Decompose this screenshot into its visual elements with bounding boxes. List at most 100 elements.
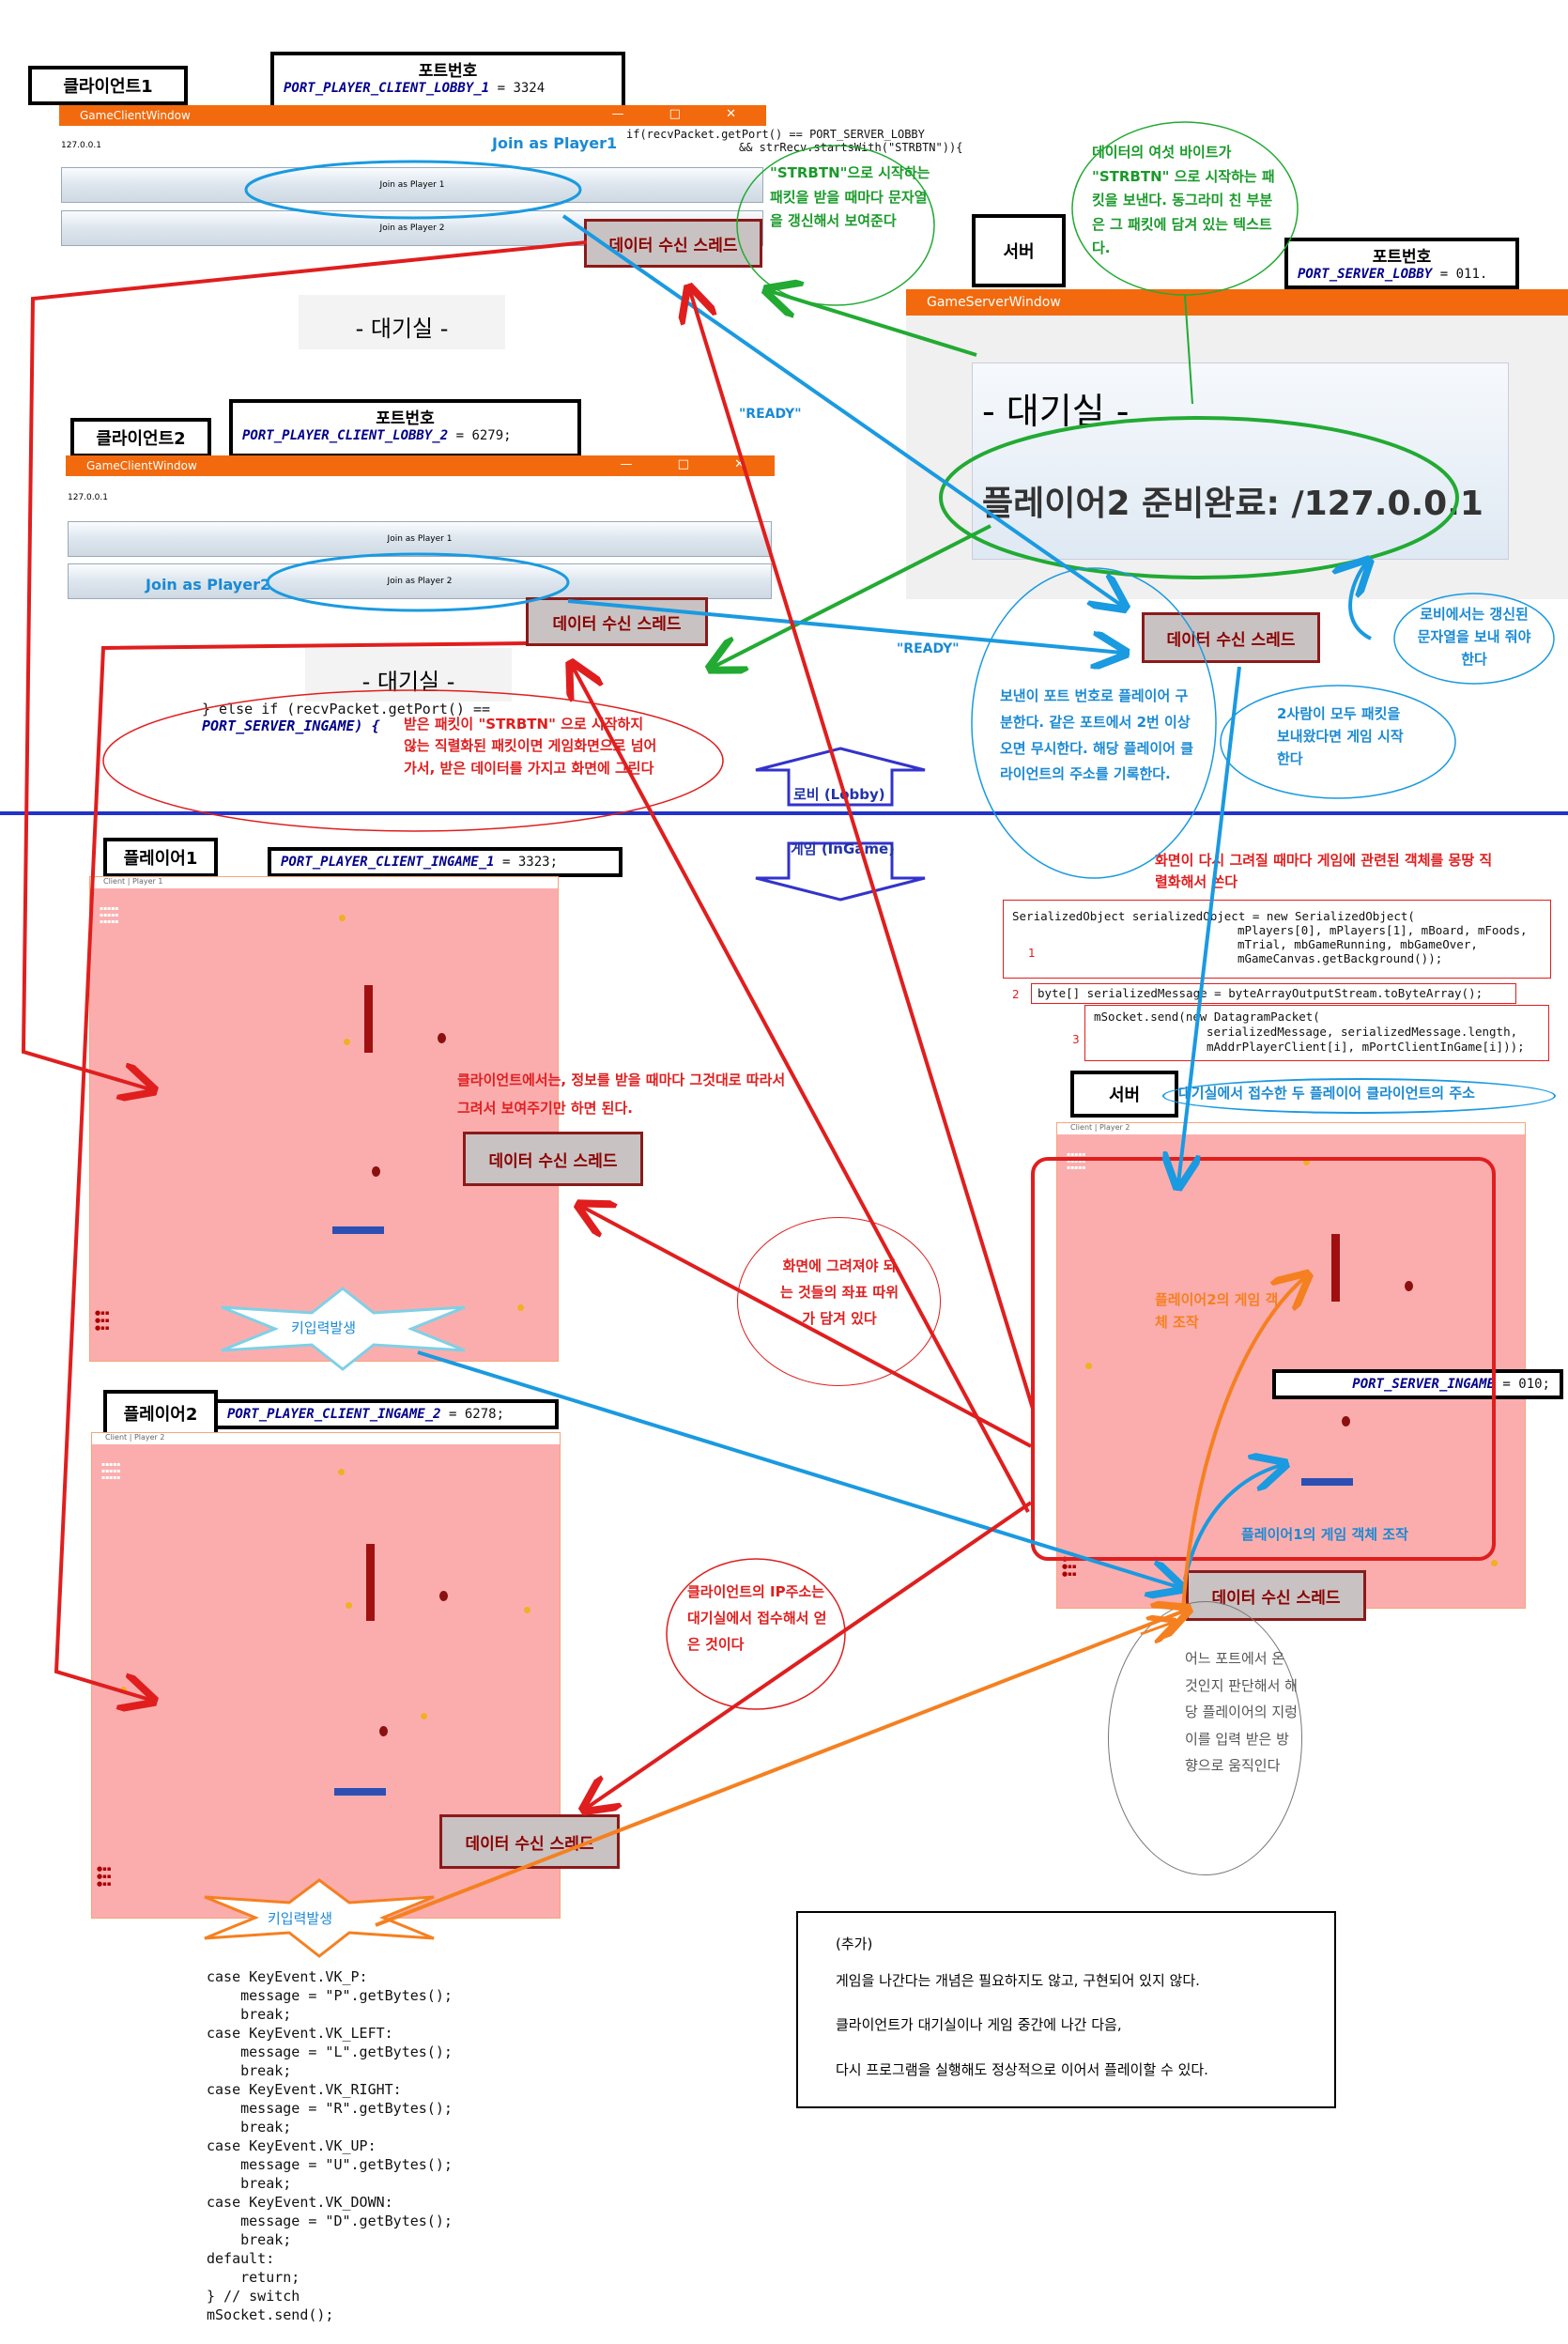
port-client-lobby-1: 포트번호 PORT_PLAYER_CLIENT_LOBBY_1 = 3324 [270,52,625,110]
note-line-2: 클라이언트가 대기실이나 게임 중간에 나간 다음, [836,2016,1122,2033]
player1-label: 플레이어1 [103,838,218,877]
port-client-lobby-2: 포트번호 PORT_PLAYER_CLIENT_LOBBY_2 = 6279; [229,399,581,457]
coords-note: 화면에 그려져야 되는 것들의 좌표 따위가 담겨 있다 [779,1257,899,1327]
score-panel: ▪▪▪▪▪▪▪▪▪▪▪▪▪▪▪ [101,1461,121,1481]
obstacle [372,1166,380,1177]
note-box: (추가) 게임을 나간다는 개념은 필요하지도 않고, 구현되어 있지 않다. … [796,1911,1336,2108]
ready-label-2: "READY" [897,641,960,656]
ready-label-1: "READY" [739,407,802,422]
snake-segment [1331,1234,1340,1302]
strbtn-note: "STRBTN"으로 시작하는 패킷을 받을 때마다 문자열을 갱신해서 보여준… [770,164,930,229]
score-panel: ▪▪▪▪▪▪▪▪▪▪▪▪▪▪▪ [1067,1151,1086,1171]
port-name: PORT_SERVER_LOBBY [1298,267,1433,282]
serialize-note: 화면이 다시 그려질 때마다 게임에 관련된 객체를 몽땅 직렬화해서 쏜다 [1155,852,1493,891]
client2-label: 클라이언트2 [70,418,211,457]
port-name: PORT_PLAYER_CLIENT_LOBBY_1 [284,81,490,96]
obstacle [1342,1416,1350,1426]
player2-receive-thread: 데이터 수신 스레드 [439,1814,620,1869]
serialize-code-box-3 [1084,1005,1549,1061]
food [338,1469,345,1475]
lobby-title: - 대기실 - [305,648,512,702]
game-arrow-label: 게임 (InGame) [791,840,896,857]
six-bytes-note: 데이터의 여섯 바이트가 "STRBTN" 으로 시작하는 패킷을 보낸다. 동… [1092,144,1275,256]
obstacle [379,1726,388,1736]
player1-receive-thread: 데이터 수신 스레드 [463,1132,643,1186]
server-ready-status: 플레이어2 준비완료: /127.0.0.1 [982,485,1483,523]
player-stats: ●▪▪●▪▪●▪▪ [97,1865,112,1888]
p2-control-note: 플레이어2의 게임 객체 조작 [1155,1291,1279,1331]
code-line: case KeyEvent.VK_P: [207,1968,368,1985]
code-line: break; [207,2231,292,2248]
port-value: = 6278; [440,1407,505,1422]
port-name: PORT_PLAYER_CLIENT_LOBBY_2 [242,428,449,443]
code-line: } // switch [207,2288,300,2305]
ip-field[interactable]: 127.0.0.1 [68,493,108,502]
code-line: message = "L".getBytes(); [207,2043,453,2060]
p1-control-note: 플레이어1의 게임 객체 조작 [1241,1526,1408,1543]
snake-segment [334,1788,386,1796]
window-titlebar: GameServerWindow [906,289,1568,316]
port-value: = 011. [1432,267,1488,282]
code-line: message = "P".getBytes(); [207,1987,453,2004]
player-stats: ●▪▪●▪▪●▪▪ [95,1309,110,1332]
code-line: break; [207,2062,292,2079]
window-titlebar: GameClientWindow— □ ✕ [66,455,775,476]
port-judge-note: 어느 포트에서 온 것인지 판단해서 해당 플레이어의 지렁이를 입력 받은 방… [1185,1650,1298,1774]
both-sent-note: 2사람이 모두 패킷을 보내왔다면 게임 시작한다 [1277,705,1404,767]
window-controls[interactable]: — □ ✕ [611,107,757,121]
join-player1-note: Join as Player1 [492,134,618,152]
food [339,915,346,921]
code-line: default: [207,2250,275,2267]
server-lobby-title: - 대기실 - [982,391,1130,432]
code-line: return; [207,2269,300,2286]
key-event-label-1: 키입력발생 [291,1319,357,1336]
game-titlebar: Client | Player 1 [90,877,558,888]
lobby-game-arrows [755,747,926,902]
join-player1-button[interactable]: Join as Player 1 [61,167,763,203]
key-switch-code: case KeyEvent.VK_P: message = "P".getByt… [207,1967,453,2324]
server-label-top: 서버 [972,214,1066,287]
port-value: = 010; [1494,1377,1550,1392]
snake-segment [332,1226,384,1234]
port-server-ingame: PORT_SERVER_INGAME = 010; [1272,1369,1563,1399]
port-name: PORT_PLAYER_CLIENT_INGAME_2 [227,1407,441,1422]
client1-receive-thread: 데이터 수신 스레드 [584,219,762,268]
port-value: = 3324 [489,81,546,96]
note-line-1: 게임을 나간다는 개념은 필요하지도 않고, 구현되어 있지 않다. [836,1971,1200,1989]
ip-field[interactable]: 127.0.0.1 [61,141,101,150]
snake-segment [1301,1478,1353,1486]
non-strbtn-note: 받은 패킷이 "STRBTN" 으로 시작하지 않는 직렬화된 패킷이면 게임화… [404,716,657,777]
window-controls[interactable]: — □ ✕ [620,457,765,471]
port-name: PORT_PLAYER_CLIENT_INGAME_1 [281,855,495,870]
food [120,1687,127,1693]
note-line-3: 다시 프로그램을 실행해도 정상적으로 이어서 플레이할 수 있다. [836,2060,1208,2078]
code-line: case KeyEvent.VK_LEFT: [207,2025,393,2042]
port-value: = 6279; [448,428,512,443]
join-player2-note: Join as Player2 [146,576,271,594]
code-line: case KeyEvent.VK_RIGHT: [207,2081,402,2098]
code-line: case KeyEvent.VK_UP: [207,2137,377,2154]
server-lobby-panel: - 대기실 - 플레이어2 준비완료: /127.0.0.1 [972,362,1509,560]
client2-receive-thread: 데이터 수신 스레드 [526,597,708,646]
obstacle [438,1033,446,1043]
key-event-label-2: 키입력발생 [268,1910,333,1927]
food [1491,1560,1498,1566]
food [421,1713,427,1719]
note-title: (추가) [836,1935,873,1952]
code-line: message = "D".getBytes(); [207,2213,453,2229]
obstacle [1405,1281,1413,1291]
port-title: 포트번호 [418,62,478,81]
serialize-code-2: byte[] serializedMessage = byteArrayOutp… [1038,986,1483,1000]
lobby-refresh-note: 로비에서는 갱신된 문자열을 보내 줘야 한다 [1417,606,1531,668]
lobby-addr-note: 대기실에서 접수한 두 플레이어 클라이언트의 주소 [1178,1085,1475,1102]
code-line: break; [207,2175,292,2192]
food [1303,1159,1310,1165]
code-line: break; [207,2119,292,2136]
game-titlebar: Client | Player 2 [1057,1123,1525,1134]
join-player1-button[interactable]: Join as Player 1 [68,521,772,557]
lobby-arrow-label: 로비 (Lobby) [793,786,885,803]
serialize-code-3: mSocket.send(new DatagramPacket( seriali… [1094,1010,1525,1054]
server-lobby-receive-thread: 데이터 수신 스레드 [1142,612,1320,663]
player2-label: 플레이어2 [103,1390,218,1437]
port-value: = 3323; [494,855,559,870]
